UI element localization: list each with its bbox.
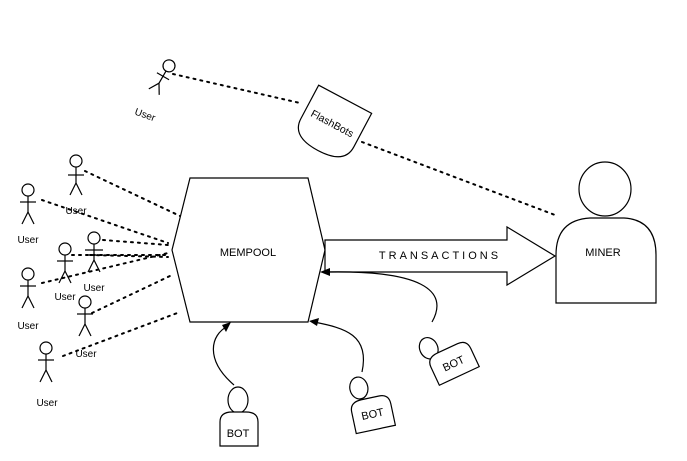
user-label: User — [36, 398, 58, 409]
miner-node: MINER — [555, 161, 657, 304]
transactions-label: TRANSACTIONS — [379, 250, 501, 262]
user-label: User — [75, 349, 97, 360]
transactions-arrow: TRANSACTIONS — [324, 225, 557, 287]
user-to-flashbots-connection — [172, 73, 301, 104]
user-actor — [77, 295, 93, 337]
user-actor — [148, 59, 176, 95]
bot-label: BOT — [360, 406, 385, 422]
mempool-node: MEMPOOL — [171, 177, 326, 323]
user-actor — [68, 154, 84, 196]
user-actor — [38, 341, 54, 383]
user-actor — [85, 231, 103, 273]
bot-node: BOT — [219, 386, 259, 447]
bot-arrows — [212, 268, 438, 386]
bot-label: BOT — [227, 428, 250, 440]
user-connections — [41, 170, 181, 357]
user-label: User — [17, 321, 39, 332]
user-label: User — [54, 292, 76, 303]
user-label: User — [65, 206, 87, 217]
user-label: User — [83, 283, 105, 294]
bot-node: BOT — [349, 376, 397, 435]
user-label: User — [17, 235, 39, 246]
user-label: User — [133, 107, 157, 125]
mempool-label: MEMPOOL — [220, 247, 276, 259]
flashbots-node: FlashBots — [297, 84, 373, 158]
miner-label: MINER — [585, 247, 621, 259]
user-actor — [20, 267, 36, 309]
bot-node: BOT — [418, 336, 481, 387]
flashbots-to-miner-connection — [361, 141, 556, 216]
user-actor — [20, 183, 36, 225]
user-actor — [57, 242, 73, 284]
